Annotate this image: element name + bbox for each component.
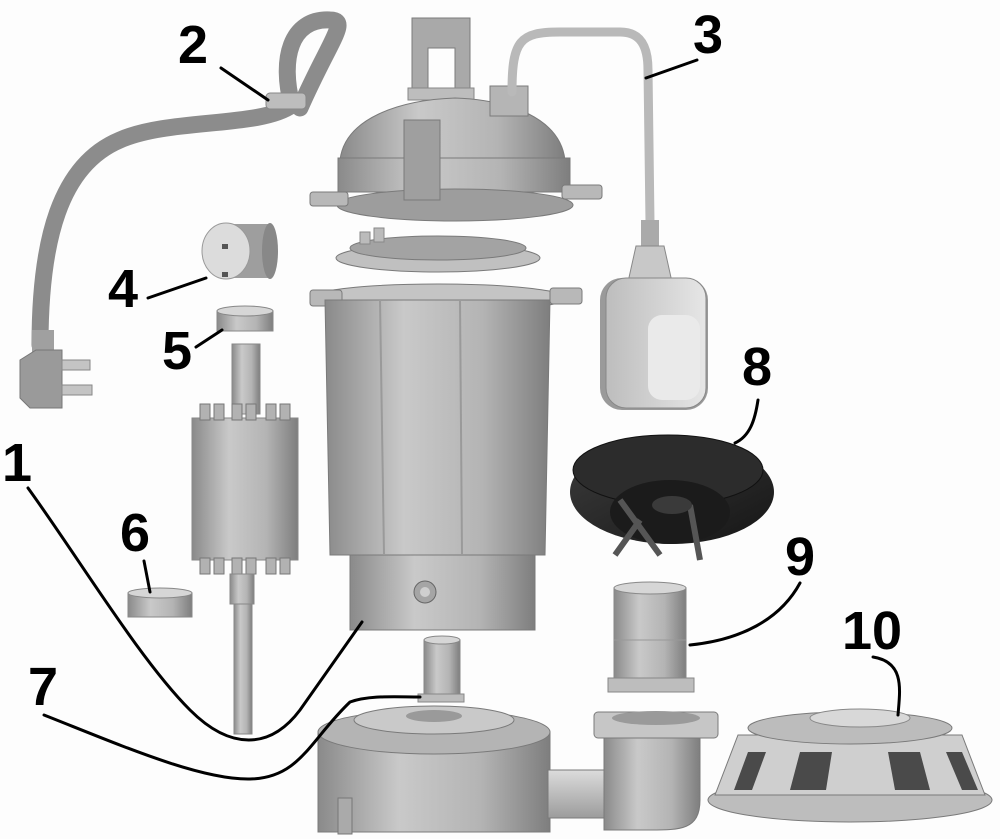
leader-line-7 (42, 695, 422, 781)
motor-housing-part (309, 283, 583, 631)
callout-6: 6 (120, 503, 151, 563)
leader-line-6 (142, 559, 152, 594)
lower-bearing-part (127, 587, 193, 618)
outlet-pipe-part (607, 581, 695, 693)
rotor-shaft-part (191, 343, 299, 735)
power-cable-part (19, 11, 347, 409)
capacitor-part (201, 222, 278, 280)
seal-plate-part (335, 227, 541, 273)
leader-line-10 (871, 655, 902, 717)
callout-3: 3 (693, 5, 724, 65)
callout-1: 1 (2, 433, 33, 493)
leader-lines (26, 58, 902, 781)
leader-line-4 (146, 276, 208, 300)
leader-line-5 (194, 328, 224, 349)
callout-10: 10 (842, 601, 903, 661)
leader-line-9 (688, 581, 802, 647)
callout-8: 8 (742, 337, 773, 397)
shaft-seal-part (417, 635, 465, 703)
callout-4: 4 (108, 259, 139, 319)
leader-line-2 (219, 66, 270, 102)
callout-2: 2 (178, 15, 209, 75)
carry-handle-part (407, 17, 475, 101)
impeller-part (570, 434, 774, 561)
callout-9: 9 (785, 527, 816, 587)
upper-bearing-part (216, 305, 274, 332)
motor-cover-part (309, 85, 603, 222)
leader-line-1 (26, 486, 364, 742)
float-switch-part (507, 27, 708, 410)
callout-5: 5 (162, 321, 193, 381)
leader-line-3 (644, 58, 699, 80)
pump-volute-part (317, 705, 719, 835)
callout-7: 7 (28, 657, 59, 717)
strainer-base-part (707, 708, 993, 823)
leader-line-8 (733, 398, 760, 445)
